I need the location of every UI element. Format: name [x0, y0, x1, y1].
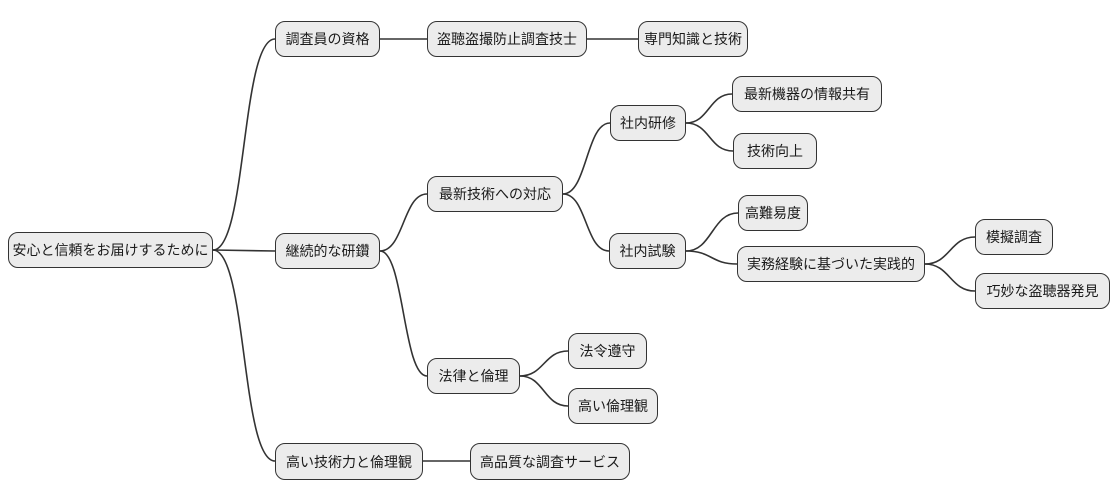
mindmap-node-skill-up: 技術向上 — [733, 133, 817, 169]
mindmap-node-expertise: 専門知識と技術 — [638, 21, 748, 57]
edge-continuous-improvement-latest-tech — [379, 193, 428, 252]
mindmap-node-tech-ethics: 高い技術力と倫理観 — [275, 443, 423, 480]
mindmap-node-high-difficulty: 高難易度 — [738, 195, 808, 231]
edge-latest-tech-internal-training — [562, 122, 611, 195]
edge-internal-exam-practical — [685, 250, 738, 265]
mindmap-node-mock-investigation: 模擬調査 — [975, 219, 1053, 255]
edge-root-continuous-improvement — [212, 249, 276, 252]
edge-continuous-improvement-law-ethics — [379, 250, 428, 377]
mindmap-node-info-sharing: 最新機器の情報共有 — [732, 76, 882, 112]
mindmap-node-practical: 実務経験に基づいた実践的 — [737, 246, 925, 282]
mindmap-node-investigator-qualification: 調査員の資格 — [275, 21, 380, 57]
mindmap-node-anti-tap-technician: 盗聴盗撮防止調査技士 — [427, 21, 587, 57]
mindmap-node-compliance: 法令遵守 — [568, 333, 647, 369]
mindmap-node-internal-exam: 社内試験 — [609, 233, 686, 269]
mindmap-node-internal-training: 社内研修 — [610, 105, 686, 141]
edge-practical-mock-investigation — [924, 236, 976, 265]
edge-root-tech-ethics — [212, 249, 276, 462]
edge-law-ethics-high-ethics — [519, 375, 569, 407]
mindmap-node-continuous-improvement: 継続的な研鑽 — [275, 233, 380, 269]
mindmap-node-bug-detection: 巧妙な盗聴器発見 — [975, 273, 1110, 309]
mindmap-node-root: 安心と信頼をお届けするために — [8, 232, 213, 268]
edge-internal-exam-high-difficulty — [685, 212, 739, 252]
edge-root-investigator-qualification — [212, 38, 276, 251]
mindmap-node-high-ethics: 高い倫理観 — [568, 388, 658, 424]
edge-internal-training-info-sharing — [685, 93, 733, 124]
mindmap-node-quality-service: 高品質な調査サービス — [470, 443, 630, 480]
edge-latest-tech-internal-exam — [562, 193, 610, 252]
mindmap-node-latest-tech: 最新技術への対応 — [427, 176, 563, 212]
edge-internal-training-skill-up — [685, 122, 734, 152]
mindmap-node-law-ethics: 法律と倫理 — [427, 358, 520, 394]
edge-practical-bug-detection — [924, 263, 976, 292]
edge-law-ethics-compliance — [519, 350, 569, 377]
